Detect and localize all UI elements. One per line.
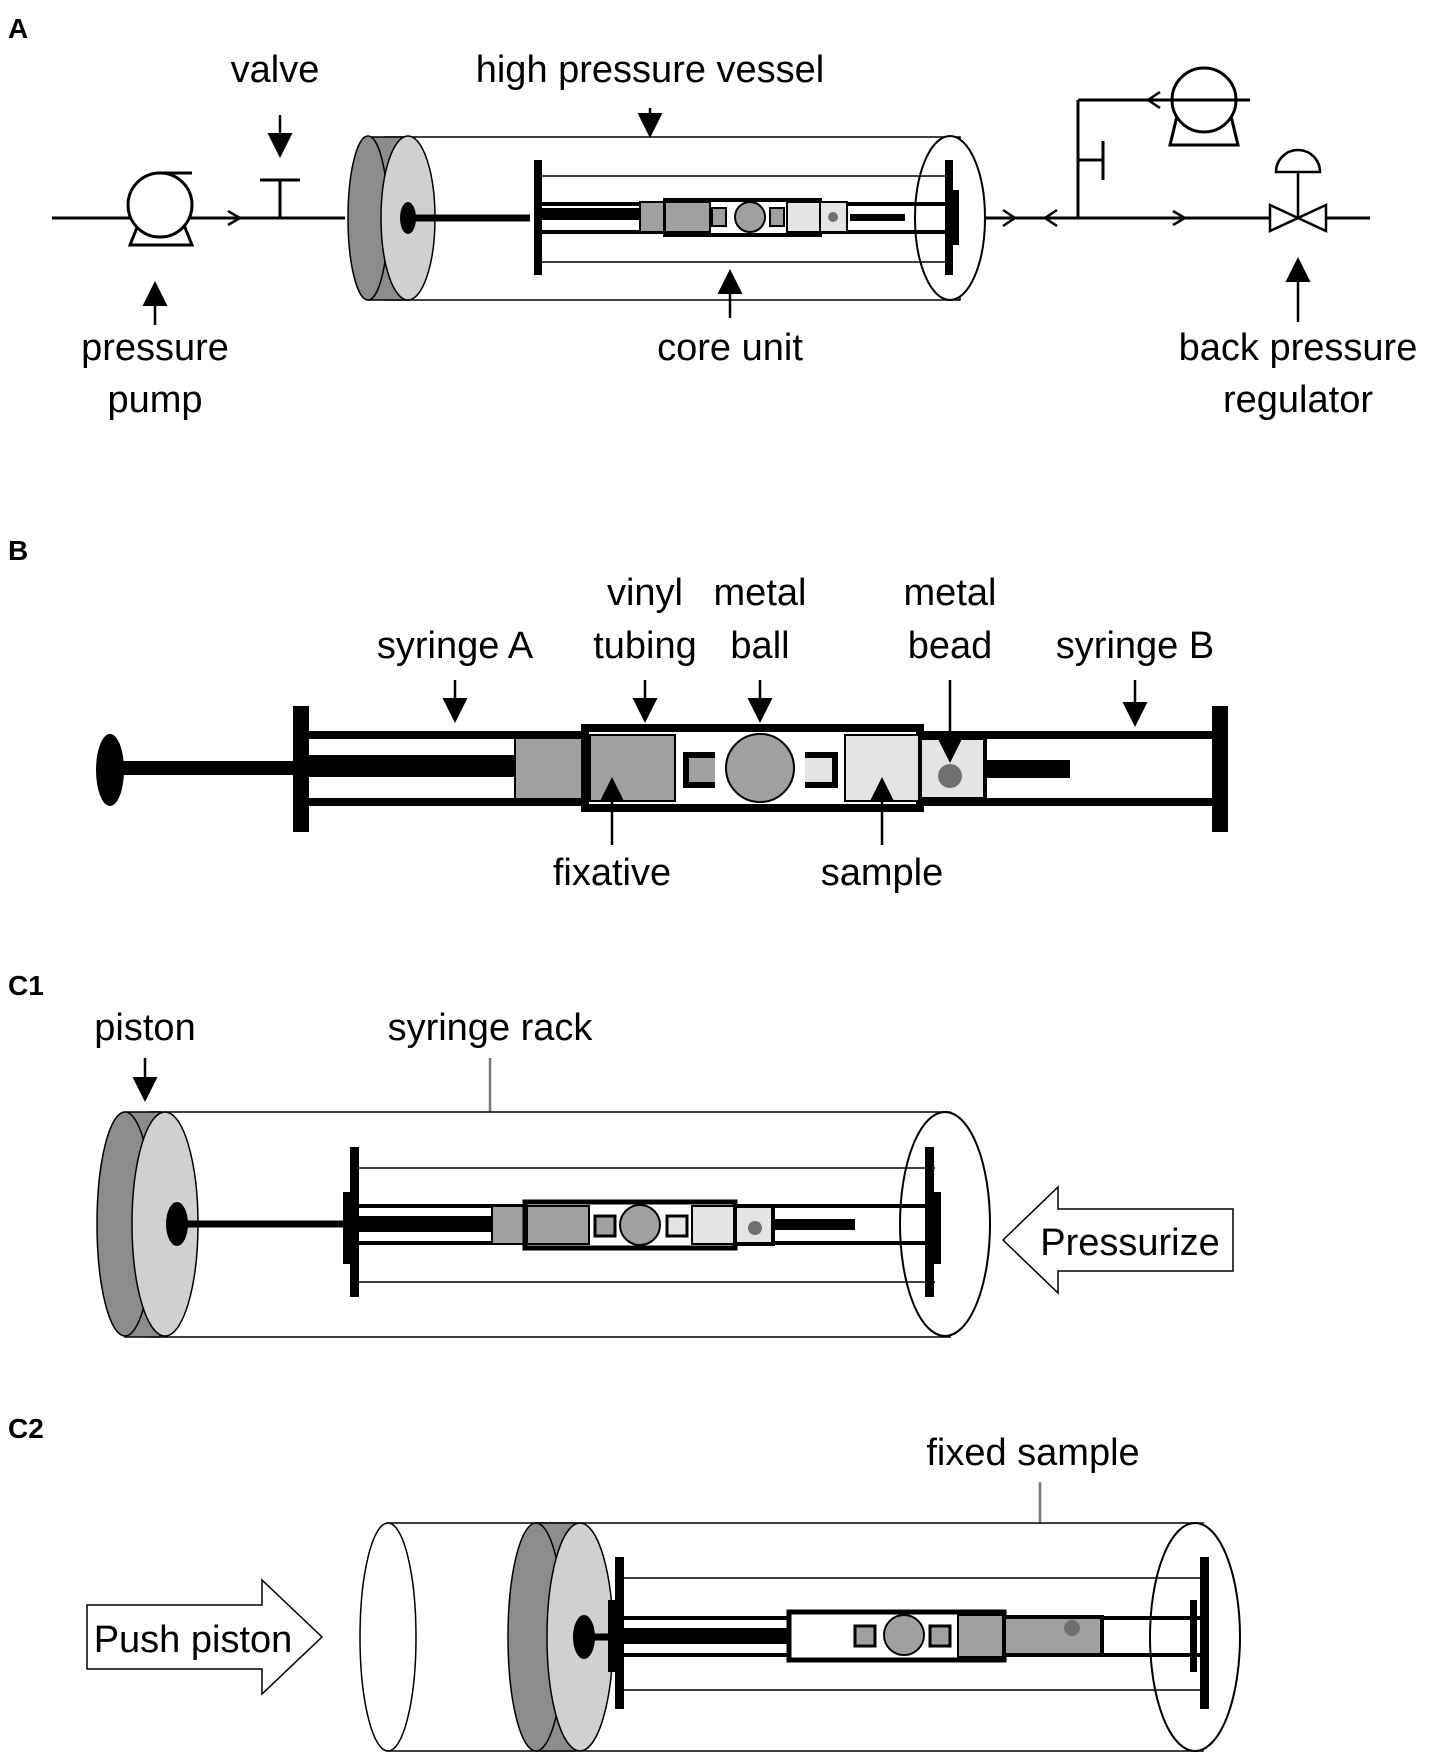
bpr-label-1: back pressure [1179, 327, 1418, 369]
valve-label: valve [231, 49, 320, 91]
push-piston-arrow: Push piston [86, 1578, 324, 1696]
push-piston-label: Push piston [94, 1619, 293, 1661]
pressurize-label: Pressurize [1040, 1222, 1220, 1264]
return-pump-icon [1168, 66, 1240, 147]
metal-ball-label-2: ball [730, 625, 789, 667]
panel-a: A pressure pump valve high pressure [8, 13, 1417, 421]
fixative-fill [589, 734, 676, 802]
plug-right [805, 752, 838, 788]
fixed-sample-label: fixed sample [926, 1432, 1139, 1474]
bpr-label-2: regulator [1223, 379, 1373, 421]
metal-bead-label-2: bead [908, 625, 993, 667]
pressure-pump-label-1: pressure [81, 327, 229, 369]
vinyl-tubing-label-2: tubing [593, 625, 697, 667]
vessel-label: high pressure vessel [476, 49, 825, 91]
syringe-a-plunger [305, 755, 520, 777]
syringe-a-fixative [514, 737, 586, 800]
panel-c1-letter: C1 [8, 970, 44, 1001]
back-pressure-regulator-icon [1268, 148, 1328, 233]
core-unit-small [400, 160, 959, 275]
piston-label: piston [94, 1007, 195, 1049]
panel-c2: C2 fixed sample [8, 1413, 1241, 1752]
vessel-c2 [359, 1522, 1241, 1752]
syringe-b-label: syringe B [1056, 625, 1214, 667]
vessel-c1 [96, 1111, 991, 1338]
metal-bead [938, 764, 962, 788]
panel-b-letter: B [8, 535, 28, 566]
connector-icon [1002, 208, 1058, 228]
pressurize-arrow: Pressurize [1001, 1185, 1234, 1295]
panel-c1: C1 piston syringe rack [8, 970, 1234, 1338]
metal-ball-label-1: metal [714, 572, 807, 614]
metal-ball [725, 733, 795, 803]
panel-c2-letter: C2 [8, 1413, 44, 1444]
vinyl-tubing-label-1: vinyl [607, 572, 683, 614]
fixed-sample-chamber [1002, 1615, 1104, 1657]
syringe-a-thumb [96, 734, 124, 806]
fixative-label: fixative [553, 852, 671, 894]
panel-b: B syringe A vinyl tubing metal ball [8, 535, 1228, 894]
syringe-a-label: syringe A [377, 625, 534, 667]
plug-left [683, 752, 715, 788]
syringe-rack-label: syringe rack [388, 1007, 594, 1049]
syringe-b-plunger [985, 760, 1070, 778]
sample-label: sample [821, 852, 944, 894]
syringe-b-flange [1212, 706, 1228, 832]
core-unit-label: core unit [657, 327, 803, 369]
pressure-pump-label-2: pump [107, 379, 202, 421]
metal-bead-label-1: metal [904, 572, 997, 614]
panel-a-letter: A [8, 13, 28, 44]
pressure-pump-icon [126, 171, 195, 247]
core-unit-detail [96, 706, 1228, 832]
valve-icon [260, 178, 300, 218]
